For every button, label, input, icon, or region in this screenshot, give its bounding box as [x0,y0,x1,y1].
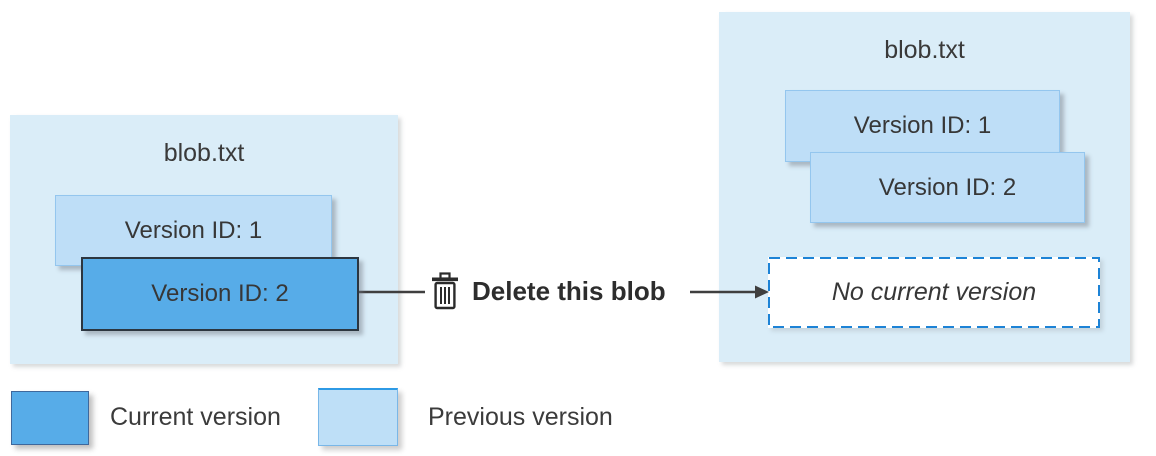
version-label: Version ID: 2 [151,280,289,307]
blob-title-after: blob.txt [884,36,965,64]
version-box-previous: Version ID: 2 [810,152,1085,223]
legend-label-previous: Previous version [428,403,613,431]
version-label: Version ID: 2 [878,173,1017,201]
legend-label-current: Current version [110,403,281,431]
version-box-previous: Version ID: 1 [55,195,332,266]
legend-swatch-previous [318,388,398,446]
version-label: Version ID: 1 [853,112,992,139]
blob-container-after: blob.txt Version ID: 1 Version ID: 2 No … [719,12,1130,362]
delete-action-label: Delete this blob [472,276,666,306]
version-box-current: Version ID: 2 [81,257,359,331]
version-label: Version ID: 1 [124,216,263,244]
no-current-version-box: No current version [768,257,1100,328]
legend-swatch-current [11,391,89,445]
dashed-border [768,257,1100,328]
blob-title-before: blob.txt [163,139,245,167]
blob-container-before: blob.txt Version ID: 1 Version ID: 2 [10,115,398,364]
trash-icon [432,272,458,310]
version-box-previous: Version ID: 1 [785,90,1060,162]
no-current-version-label: No current version [831,278,1037,306]
